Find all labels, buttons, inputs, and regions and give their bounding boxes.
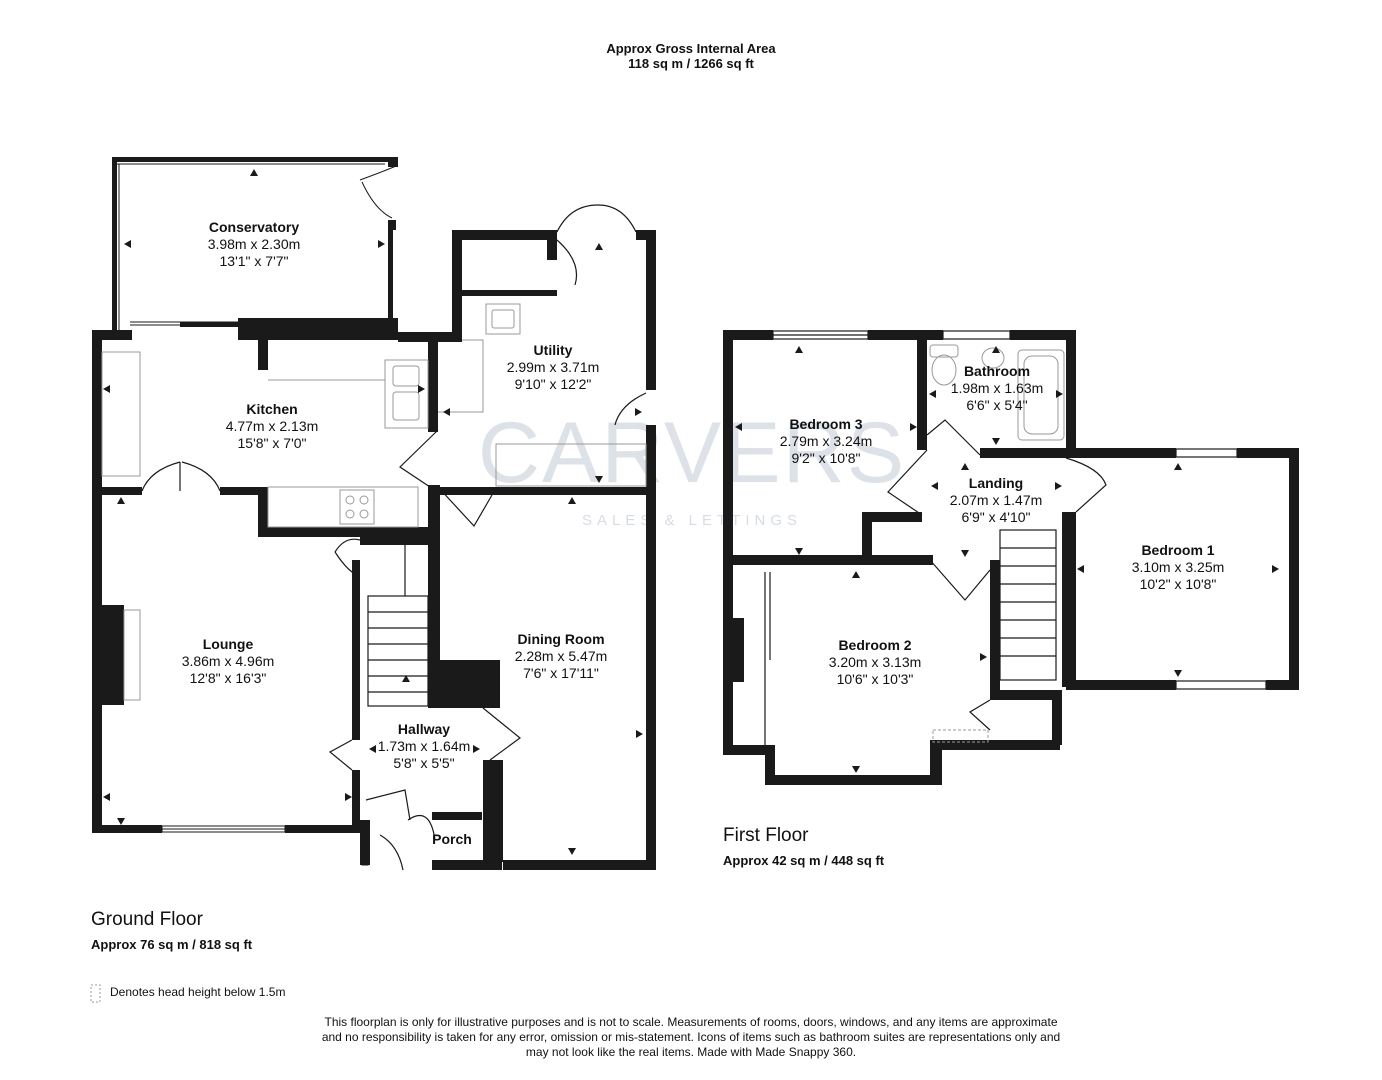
lounge-window — [161, 825, 286, 833]
room-kitchen: Kitchen 4.77m x 2.13m 15'8" x 7'0" — [226, 401, 319, 451]
room-porch: Porch — [432, 831, 472, 847]
first-floor-area: Approx 42 sq m / 448 sq ft — [723, 853, 885, 868]
carvers-watermark: CARVERS SALES & LETTINGS — [478, 405, 906, 529]
utility-doors — [399, 204, 647, 528]
room-landing: Landing 2.07m x 1.47m 6'9" x 4'10" — [950, 475, 1043, 525]
conservatory-glazing — [117, 163, 397, 330]
room-metric: 2.79m x 3.24m — [780, 433, 873, 449]
room-metric: 3.98m x 2.30m — [208, 236, 301, 252]
room-dining: Dining Room 2.28m x 5.47m 7'6" x 17'11" — [515, 631, 608, 681]
room-hallway: Hallway 1.73m x 1.64m 5'8" x 5'5" — [378, 721, 471, 771]
room-name: Bathroom — [964, 363, 1030, 379]
room-metric: 2.28m x 5.47m — [515, 648, 608, 664]
utility-fixtures — [438, 303, 647, 487]
disclaimer-line-1: This floorplan is only for illustrative … — [324, 1015, 1058, 1029]
room-imperial: 10'2" x 10'8" — [1140, 576, 1217, 592]
first-floor-details — [764, 330, 1267, 785]
room-metric: 1.98m x 1.63m — [951, 380, 1044, 396]
room-name: Conservatory — [209, 219, 299, 235]
lounge-fireplace — [102, 605, 141, 705]
utility-walls — [428, 230, 656, 870]
room-imperial: 5'8" x 5'5" — [393, 755, 454, 771]
room-metric: 4.77m x 2.13m — [226, 418, 319, 434]
room-name: Dining Room — [517, 631, 604, 647]
first-floor-plan — [723, 330, 1299, 785]
hallway-walls — [360, 537, 503, 865]
room-name: Bedroom 3 — [789, 416, 862, 432]
room-imperial: 10'6" x 10'3" — [837, 671, 914, 687]
head-height-legend-text: Denotes head height below 1.5m — [110, 985, 286, 999]
ground-windows — [361, 812, 621, 870]
head-height-legend-swatch — [90, 984, 101, 1003]
room-name: Hallway — [398, 721, 450, 737]
room-name: Kitchen — [246, 401, 297, 417]
room-metric: 3.20m x 3.13m — [829, 654, 922, 670]
room-name: Lounge — [203, 636, 254, 652]
disclaimer-line-2: and no responsibility is taken for any e… — [321, 1030, 1061, 1044]
room-metric: 1.73m x 1.64m — [378, 738, 471, 754]
disclaimer-line-3: may not look like the real items. Made w… — [525, 1045, 857, 1059]
gross-area-title: Approx Gross Internal Area — [606, 41, 776, 56]
room-name: Bedroom 2 — [838, 637, 911, 653]
room-imperial: 6'6" x 5'4" — [966, 397, 1027, 413]
gross-area-value: 118 sq m / 1266 sq ft — [628, 56, 754, 71]
watermark-brand: CARVERS — [478, 405, 906, 501]
room-metric: 3.10m x 3.25m — [1132, 559, 1225, 575]
room-imperial: 12'8" x 16'3" — [190, 670, 267, 686]
room-bathroom: Bathroom 1.98m x 1.63m 6'6" x 5'4" — [951, 363, 1044, 413]
room-imperial: 9'10" x 12'2" — [515, 376, 592, 392]
ground-floor-title: Ground Floor — [91, 909, 203, 930]
room-name: Bedroom 1 — [1141, 542, 1214, 558]
first-floor-title: First Floor — [723, 825, 809, 846]
room-imperial: 15'8" x 7'0" — [238, 435, 307, 451]
room-imperial: 6'9" x 4'10" — [962, 509, 1031, 525]
room-name: Landing — [969, 475, 1023, 491]
kitchen-fixtures — [101, 351, 429, 528]
room-conservatory: Conservatory 3.98m x 2.30m 13'1" x 7'7" — [208, 219, 301, 269]
room-lounge: Lounge 3.86m x 4.96m 12'8" x 16'3" — [182, 636, 275, 686]
room-metric: 2.07m x 1.47m — [950, 492, 1043, 508]
room-imperial: 13'1" x 7'7" — [220, 253, 289, 269]
room-metric: 3.86m x 4.96m — [182, 653, 275, 669]
room-bedroom2: Bedroom 2 3.20m x 3.13m 10'6" x 10'3" — [829, 637, 922, 687]
room-imperial: 9'2" x 10'8" — [792, 450, 861, 466]
low-head-height-area — [932, 729, 989, 743]
room-name: Utility — [534, 342, 573, 358]
room-metric: 2.99m x 3.71m — [507, 359, 600, 375]
kitchen-lounge-doors — [141, 461, 221, 492]
ground-floor-plan — [92, 157, 656, 871]
room-bedroom1: Bedroom 1 3.10m x 3.25m 10'2" x 10'8" — [1132, 542, 1225, 592]
room-bedroom3: Bedroom 3 2.79m x 3.24m 9'2" x 10'8" — [780, 416, 873, 466]
ground-floor-area: Approx 76 sq m / 818 sq ft — [91, 937, 253, 952]
room-utility: Utility 2.99m x 3.71m 9'10" x 12'2" — [507, 342, 600, 392]
room-name: Porch — [432, 831, 472, 847]
sliding-door — [130, 321, 238, 326]
room-imperial: 7'6" x 17'11" — [523, 665, 599, 681]
kitchen-lounge-walls — [92, 318, 458, 833]
dimension-arrows — [103, 169, 1279, 855]
hallway-stairs — [328, 538, 521, 871]
watermark-tagline: SALES & LETTINGS — [582, 512, 802, 529]
